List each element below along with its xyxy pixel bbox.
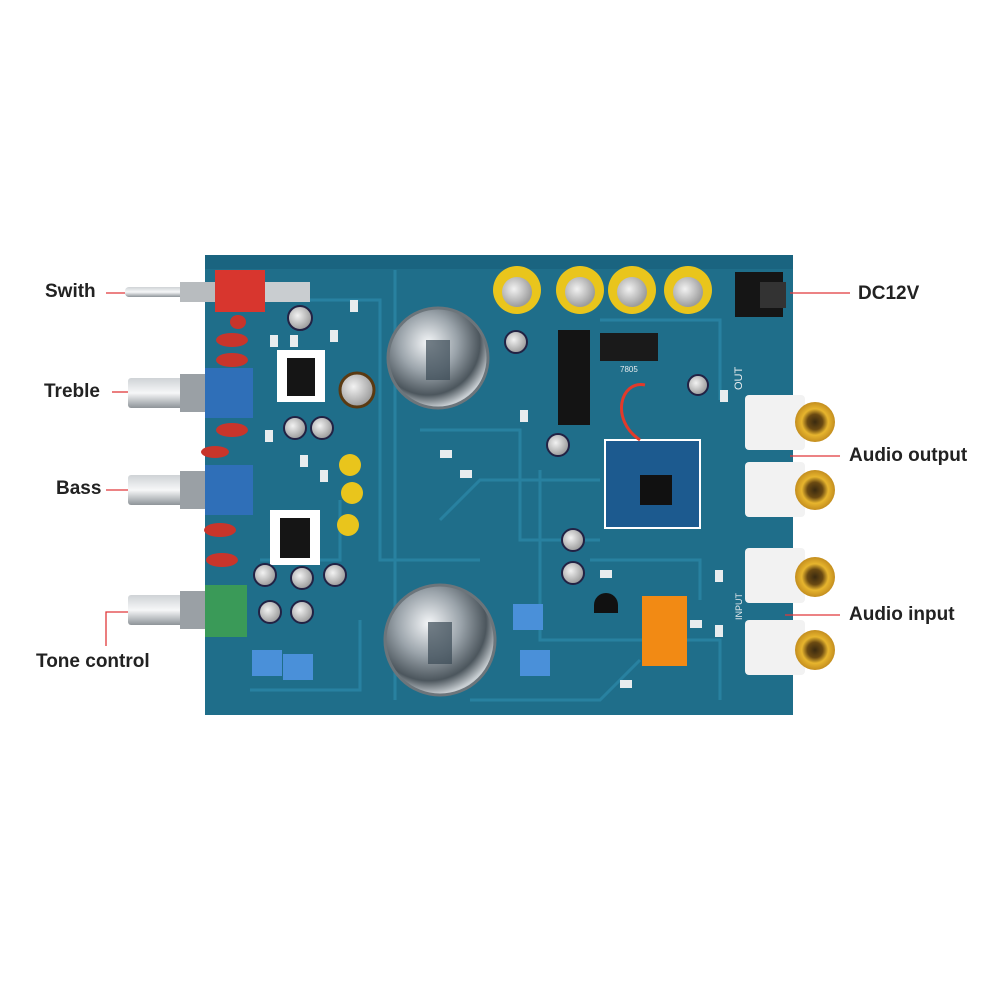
leader-lines — [105, 292, 850, 646]
film-capacitors — [252, 604, 550, 680]
pcb-top-strip — [205, 255, 793, 269]
label-audio-input: Audio input — [849, 604, 955, 625]
ceramic-capacitors — [201, 315, 248, 567]
treble-potentiometer — [128, 368, 253, 418]
vacuum-tube-bottom — [383, 583, 497, 697]
bluetooth-module — [604, 383, 701, 529]
label-tone-control: Tone control — [36, 651, 150, 672]
relay — [642, 596, 687, 666]
audio-output-jacks — [745, 395, 835, 517]
transistor — [594, 593, 618, 613]
label-switch: Swith — [45, 281, 96, 302]
svg-text:7805: 7805 — [620, 365, 638, 374]
label-audio-output: Audio output — [849, 445, 968, 466]
power-capacitors — [493, 266, 712, 314]
silkscreen-input: INPUT — [734, 592, 744, 620]
label-dc12v: DC12V — [858, 283, 920, 304]
small-capacitors — [253, 305, 709, 624]
label-treble: Treble — [44, 381, 100, 402]
audio-input-jacks — [745, 548, 835, 675]
toggle-switch — [125, 270, 310, 312]
tone-potentiometer — [128, 585, 247, 637]
smd-components — [265, 300, 728, 688]
dc-jack — [735, 272, 786, 317]
label-bass: Bass — [56, 478, 102, 499]
opamp-chips — [270, 350, 325, 565]
voltage-regulators: 7805 — [558, 330, 658, 425]
bass-potentiometer — [128, 465, 253, 515]
silkscreen-out: OUT — [733, 367, 745, 391]
vacuum-tube-top — [386, 306, 490, 410]
